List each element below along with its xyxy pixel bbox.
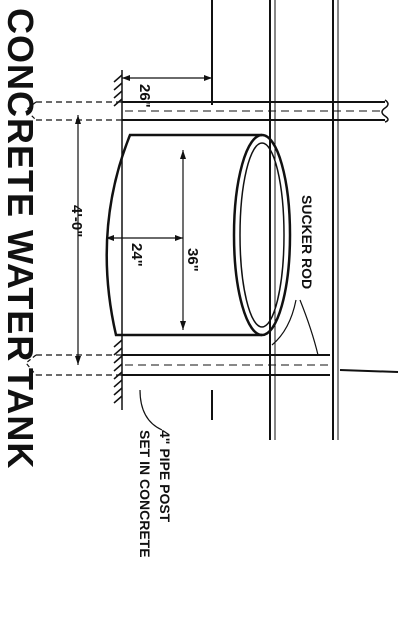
tank-rim-outer (232, 133, 292, 337)
dimension-24in: 24" (128, 243, 145, 267)
tank-outline (105, 133, 262, 337)
dim-label-36: 36" (184, 248, 201, 272)
title-word-3: TANK (0, 368, 41, 469)
dim-label-4ft: 4'-0" (68, 205, 85, 237)
title-word-1: CONCRETE (0, 8, 41, 218)
dimension-26in: 26" (136, 84, 153, 108)
fence-rails (211, 0, 339, 440)
pipe-post-label-line1: 4" PIPE POST (157, 430, 173, 523)
lower-pipe (25, 354, 399, 376)
ground-hatch (113, 70, 123, 410)
dimension-36in: 36" (184, 248, 201, 272)
dim-label-26: 26" (136, 84, 153, 108)
dimension-4ft: 4'-0" (68, 205, 85, 237)
pipe-post-label-line2: SET IN CONCRETE (137, 430, 153, 558)
dim-label-24: 24" (128, 243, 145, 267)
tank-rim-inner (239, 142, 285, 328)
pipe-post-callout: 4" PIPE POST SET IN CONCRETE (137, 389, 173, 558)
dimension-lines (75, 75, 212, 365)
sucker-rod-callout: SUCKER ROD (271, 195, 319, 356)
title-word-2: WATER (0, 230, 41, 362)
upper-pipe (25, 99, 389, 123)
diagram-title: CONCRETE WATER TANK (0, 8, 41, 469)
sucker-rod-label: SUCKER ROD (299, 195, 315, 289)
tank-body (105, 133, 292, 337)
